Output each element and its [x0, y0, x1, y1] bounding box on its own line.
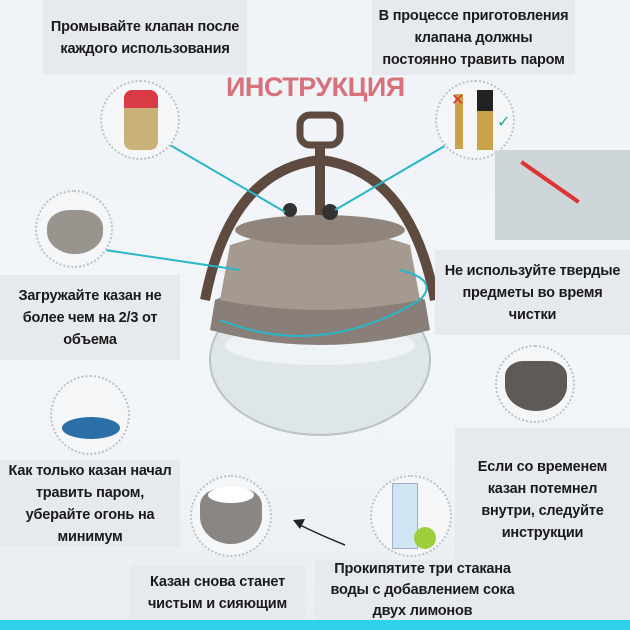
tip-valve-steam: В процессе приготовления клапана должны … [372, 0, 575, 75]
tip-darkened: Если со временем казан потемнел внутри, … [455, 428, 630, 620]
tip-rinse-valve: Промывайте клапан после каждого использо… [43, 0, 247, 75]
bottom-bar [0, 620, 630, 630]
tip-boil-lemon: Прокипятите три стакана воды с добавлени… [315, 560, 530, 620]
valves-comparison-image: ✓ ✕ [435, 80, 515, 160]
stove-image [50, 375, 130, 455]
tip-no-hard-objects: Не используйте твердые предметы во время… [435, 250, 630, 335]
check-icon: ✓ [497, 114, 511, 131]
valve-image [100, 80, 180, 160]
tip-fill-limit: Загружайте казан не более чем на 2/3 от … [0, 275, 180, 360]
arrow-icon [299, 524, 346, 546]
hard-tool-image [495, 150, 630, 240]
kazan-illustration [200, 111, 440, 436]
arrow-head-icon [293, 519, 305, 529]
connector-lines [104, 139, 456, 337]
cross-icon: ✕ [451, 92, 465, 109]
page-title: ИНСТРУКЦИЯ [226, 72, 405, 102]
lemon-water-image [370, 475, 452, 557]
clean-pot-image [190, 475, 272, 557]
dark-pot-image [495, 345, 575, 423]
pot-fill-image [35, 190, 113, 268]
tip-clean-again: Казан снова станет чистым и сияющим [130, 565, 305, 620]
tip-reduce-heat: Как только казан начал травить паром, уб… [0, 460, 180, 547]
